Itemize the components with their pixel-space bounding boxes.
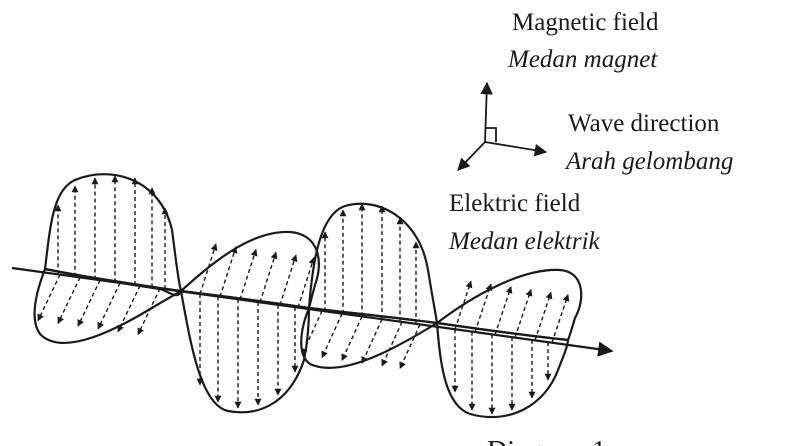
- magnetic-vector-lower: [341, 316, 363, 362]
- magnetic-field-label: Magnetic field: [512, 9, 659, 36]
- electric-field-label: Elektric field: [449, 190, 581, 217]
- wave-direction-label: Wave direction: [568, 110, 720, 137]
- magnetic-vector-lower: [37, 274, 61, 322]
- magnetic-lobe-4: [435, 268, 583, 342]
- magnetic-vector-lower: [97, 282, 121, 330]
- electric-lobe-3: [307, 202, 439, 325]
- magnetic-vector-lower: [137, 288, 161, 336]
- magnetic-vector-upper: [199, 243, 218, 295]
- electric-lobe-1: [43, 173, 183, 297]
- magnetic-vector-lower: [301, 310, 323, 356]
- magnetic-lobe-1: [33, 267, 183, 344]
- magnetic-vector-lower: [361, 318, 383, 364]
- magnetic-vector-upper: [239, 248, 258, 300]
- magnetic-vector-lower: [321, 313, 343, 359]
- coordinate-axes-icon: [457, 81, 548, 171]
- magnetic-vector-upper: [474, 283, 493, 333]
- magnetic-vector-lower: [117, 285, 141, 333]
- magnetic-vector-upper: [219, 246, 238, 297]
- right-angle-marker: [485, 127, 497, 142]
- magnetic-vector-lower: [77, 279, 101, 327]
- magnetic-vector-upper: [514, 288, 533, 338]
- magnetic-vector-upper: [551, 294, 570, 343]
- wave-axis-arrow: [484, 141, 548, 157]
- field-vectors: [37, 175, 570, 415]
- magnetic-vector-upper: [454, 280, 473, 330]
- diagram-caption: Diagram 1: [487, 436, 606, 446]
- magnetic-vector-lower: [399, 324, 421, 370]
- magnetic-vector-upper: [259, 251, 278, 303]
- magnetic-vector-upper: [494, 286, 513, 336]
- magnetic-vector-upper: [534, 291, 553, 341]
- magnetic-vector-upper: [297, 256, 316, 308]
- electric-field-label-malay: Medan elektrik: [448, 228, 601, 255]
- magnetic-axis-arrow: [480, 81, 493, 143]
- magnetic-vector-lower: [57, 277, 81, 325]
- magnetic-vector-upper: [279, 254, 298, 306]
- magnetic-field-label-malay: Medan magnet: [507, 46, 658, 73]
- magnetic-vector-lower: [381, 321, 403, 367]
- electric-axis-arrow: [457, 141, 486, 171]
- wave-direction-label-malay: Arah gelombang: [564, 148, 733, 175]
